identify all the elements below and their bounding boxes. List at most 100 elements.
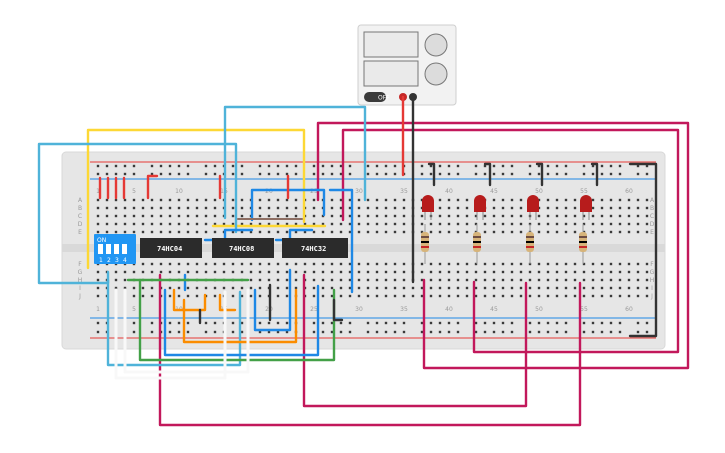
breadboard-hole[interactable]	[339, 222, 343, 226]
resistor-4[interactable]	[579, 224, 587, 264]
breadboard-hole[interactable]	[465, 206, 469, 210]
breadboard-hole[interactable]	[501, 172, 505, 176]
breadboard-hole[interactable]	[618, 230, 622, 234]
breadboard-hole[interactable]	[330, 294, 334, 298]
breadboard-hole[interactable]	[231, 222, 235, 226]
breadboard-hole[interactable]	[312, 262, 316, 266]
breadboard-hole[interactable]	[312, 230, 316, 234]
breadboard-hole[interactable]	[177, 206, 181, 210]
breadboard-hole[interactable]	[276, 286, 280, 290]
breadboard-hole[interactable]	[510, 270, 514, 274]
breadboard-hole[interactable]	[114, 286, 118, 290]
breadboard-hole[interactable]	[501, 278, 505, 282]
breadboard-hole[interactable]	[195, 222, 199, 226]
breadboard-hole[interactable]	[366, 262, 370, 266]
breadboard-hole[interactable]	[528, 321, 532, 325]
breadboard-hole[interactable]	[384, 206, 388, 210]
breadboard-hole[interactable]	[492, 198, 496, 202]
breadboard-hole[interactable]	[114, 198, 118, 202]
breadboard-hole[interactable]	[123, 164, 127, 168]
breadboard-hole[interactable]	[600, 198, 604, 202]
breadboard-hole[interactable]	[375, 286, 379, 290]
breadboard-hole[interactable]	[348, 321, 352, 325]
breadboard-hole[interactable]	[258, 330, 262, 334]
breadboard-hole[interactable]	[465, 262, 469, 266]
breadboard-hole[interactable]	[420, 164, 424, 168]
breadboard-hole[interactable]	[591, 214, 595, 218]
breadboard-hole[interactable]	[465, 278, 469, 282]
wire-black-3[interactable]	[332, 298, 344, 322]
breadboard-hole[interactable]	[276, 330, 280, 334]
breadboard-hole[interactable]	[303, 262, 307, 266]
breadboard-hole[interactable]	[375, 214, 379, 218]
breadboard-hole[interactable]	[483, 294, 487, 298]
breadboard-hole[interactable]	[645, 164, 649, 168]
breadboard-hole[interactable]	[258, 206, 262, 210]
breadboard-hole[interactable]	[402, 198, 406, 202]
breadboard-hole[interactable]	[321, 294, 325, 298]
breadboard-hole[interactable]	[591, 270, 595, 274]
breadboard-hole[interactable]	[555, 270, 559, 274]
breadboard-hole[interactable]	[609, 206, 613, 210]
breadboard-hole[interactable]	[546, 214, 550, 218]
breadboard-hole[interactable]	[132, 172, 136, 176]
breadboard-hole[interactable]	[438, 294, 442, 298]
breadboard-hole[interactable]	[465, 294, 469, 298]
breadboard-hole[interactable]	[501, 286, 505, 290]
breadboard-hole[interactable]	[591, 286, 595, 290]
breadboard-hole[interactable]	[447, 230, 451, 234]
breadboard-hole[interactable]	[465, 270, 469, 274]
breadboard-hole[interactable]	[393, 294, 397, 298]
breadboard-hole[interactable]	[573, 270, 577, 274]
breadboard-hole[interactable]	[636, 321, 640, 325]
breadboard-hole[interactable]	[249, 222, 253, 226]
breadboard-hole[interactable]	[276, 270, 280, 274]
breadboard-hole[interactable]	[492, 222, 496, 226]
breadboard-hole[interactable]	[420, 330, 424, 334]
breadboard-hole[interactable]	[114, 278, 118, 282]
breadboard-hole[interactable]	[195, 262, 199, 266]
breadboard-hole[interactable]	[150, 262, 154, 266]
wire-black-rail[interactable]	[628, 162, 658, 338]
dip-toggle-2[interactable]	[106, 244, 111, 254]
breadboard-hole[interactable]	[501, 164, 505, 168]
breadboard-hole[interactable]	[366, 286, 370, 290]
breadboard-hole[interactable]	[96, 206, 100, 210]
breadboard-hole[interactable]	[510, 294, 514, 298]
breadboard-hole[interactable]	[330, 270, 334, 274]
breadboard-hole[interactable]	[438, 172, 442, 176]
breadboard-hole[interactable]	[339, 206, 343, 210]
breadboard-hole[interactable]	[636, 230, 640, 234]
breadboard-hole[interactable]	[537, 262, 541, 266]
breadboard-hole[interactable]	[438, 321, 442, 325]
breadboard-hole[interactable]	[96, 286, 100, 290]
breadboard-hole[interactable]	[204, 262, 208, 266]
breadboard-hole[interactable]	[483, 270, 487, 274]
breadboard-hole[interactable]	[456, 262, 460, 266]
breadboard-hole[interactable]	[402, 321, 406, 325]
breadboard-hole[interactable]	[483, 330, 487, 334]
breadboard-hole[interactable]	[267, 164, 271, 168]
wire-cyan-2[interactable]	[223, 105, 367, 220]
breadboard-hole[interactable]	[213, 198, 217, 202]
breadboard-hole[interactable]	[429, 164, 433, 168]
breadboard-hole[interactable]	[132, 198, 136, 202]
breadboard-hole[interactable]	[555, 172, 559, 176]
breadboard-hole[interactable]	[546, 206, 550, 210]
breadboard-hole[interactable]	[564, 230, 568, 234]
breadboard-hole[interactable]	[618, 172, 622, 176]
breadboard-hole[interactable]	[339, 270, 343, 274]
breadboard-hole[interactable]	[204, 230, 208, 234]
breadboard-hole[interactable]	[474, 214, 478, 218]
breadboard-hole[interactable]	[564, 330, 568, 334]
breadboard-hole[interactable]	[366, 270, 370, 274]
breadboard-hole[interactable]	[510, 214, 514, 218]
breadboard-hole[interactable]	[258, 270, 262, 274]
breadboard-hole[interactable]	[195, 270, 199, 274]
breadboard-hole[interactable]	[276, 222, 280, 226]
breadboard-hole[interactable]	[177, 330, 181, 334]
voltage-knob[interactable]	[424, 33, 448, 57]
breadboard-hole[interactable]	[168, 330, 172, 334]
breadboard-hole[interactable]	[312, 172, 316, 176]
